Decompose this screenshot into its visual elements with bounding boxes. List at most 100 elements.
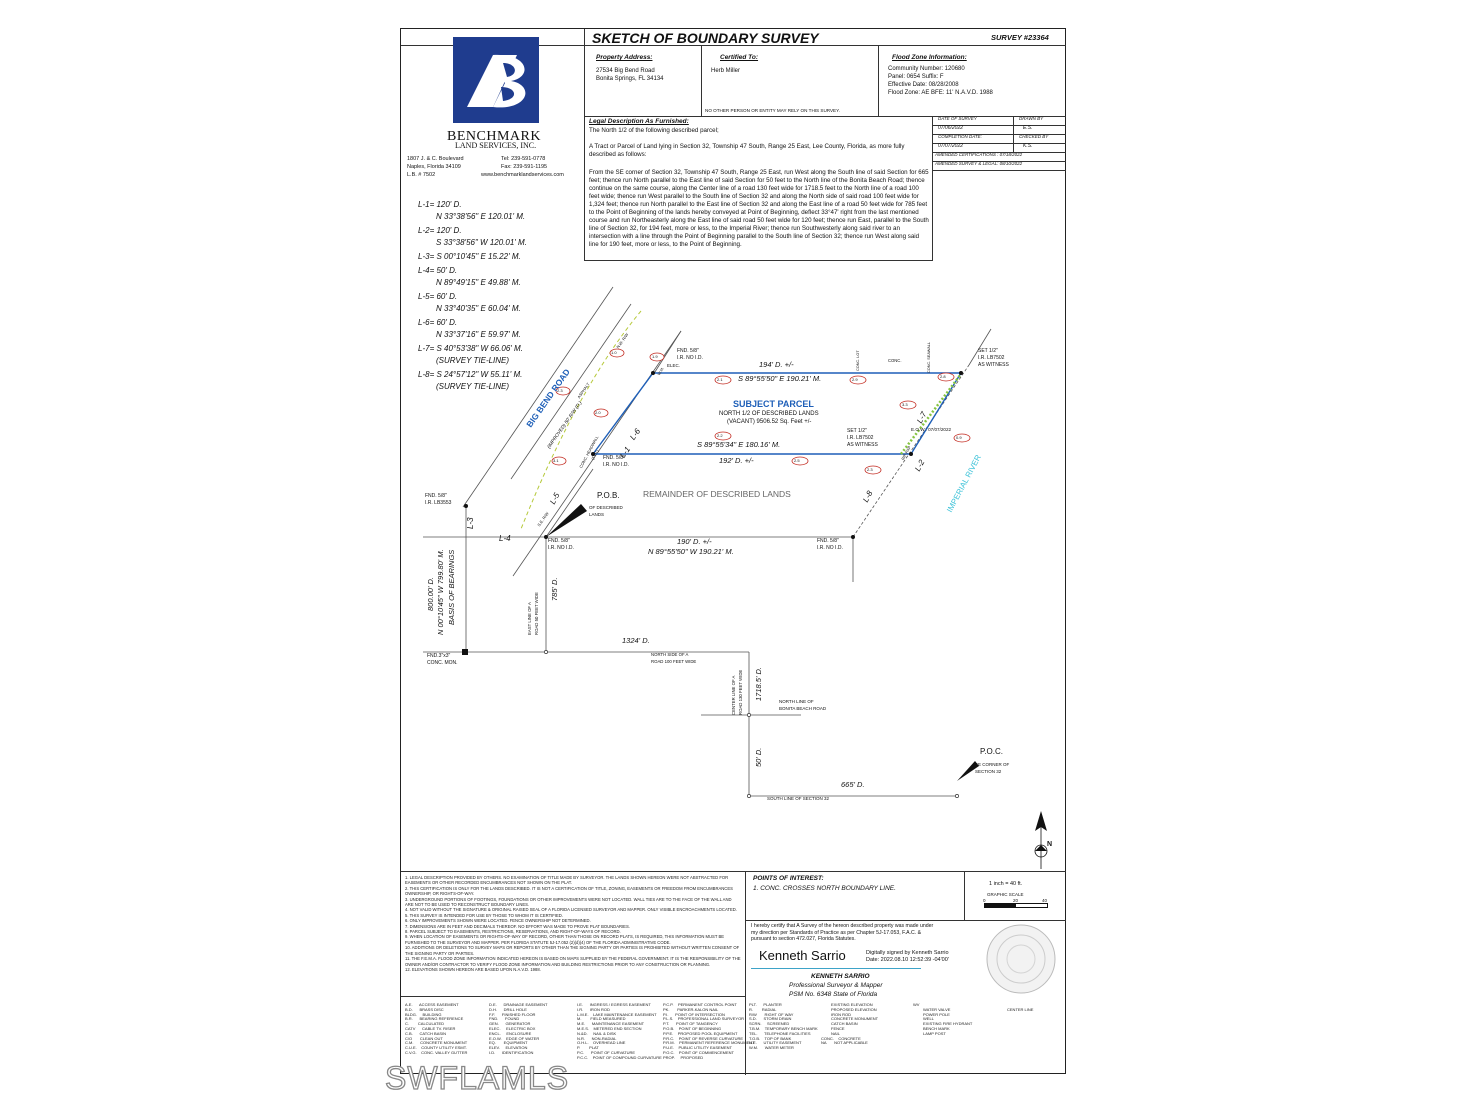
fnd-bottom-left-2: I.R. NO I.D.	[548, 545, 574, 551]
company-lb: L.B. # 7502	[407, 172, 436, 178]
line-l6: L-6= 60' D.	[418, 318, 458, 327]
amended-certifications: AMENDED CERTIFICATIONS : 07/18/2022	[935, 152, 1023, 157]
bonita-beach-note-2: BONITA BEACH ROAD	[779, 706, 827, 711]
drawn-by: E.S.	[1023, 125, 1033, 131]
fnd-mid-left-2: I.R. NO I.D.	[603, 462, 629, 468]
watermark: SWFLAMLS	[384, 1059, 570, 1096]
fnd-top-1: FND. 5/8"	[677, 348, 699, 354]
company-logo	[453, 37, 539, 123]
elec-label: ELEC.	[667, 363, 681, 368]
survey-notes: 1. LEGAL DESCRIPTION PROVIDED BY OTHERS.…	[405, 875, 741, 995]
concrete-monument	[462, 649, 468, 655]
poc-sub-2: SECTION 32	[975, 769, 1002, 774]
line-l1-measured: N 33°38'56" E 120.01' M.	[436, 212, 526, 221]
west-line-measured: N 00°10'45" W 799.80' M.	[436, 549, 445, 635]
line-l1: L-1= 120' D.	[418, 200, 462, 209]
note-8: 8. PARCEL SUBJECT TO EASEMENTS, RESTRICT…	[405, 929, 621, 935]
survey-number: SURVEY #23364	[991, 33, 1049, 42]
poc-arrow	[957, 761, 979, 781]
fnd-mid-left-1: FND. 5/8"	[603, 455, 625, 461]
north-label: N	[1047, 841, 1053, 848]
elev-10: 0.9	[956, 435, 962, 440]
south-boundary-deed: 190' D. +/-	[677, 537, 712, 546]
line-l4: L-4= 50' D.	[418, 266, 458, 275]
note-12: 12. ELEVATIONS SHOWN HEREON ARE BASED UP…	[405, 966, 541, 972]
company-tel: Tel: 239-591-0778	[501, 156, 546, 162]
set-ir-mid-1: SET 1/2"	[847, 428, 867, 434]
completion-date: 07/07/2022	[938, 143, 964, 149]
elev-11: 2.0	[595, 410, 601, 415]
date-of-survey: 07/06/2022	[938, 125, 964, 131]
elev-2: 1.9	[652, 354, 658, 359]
divider	[701, 45, 702, 116]
survey-sheet: SKETCH OF BOUNDARY SURVEY SURVEY #23364 …	[400, 28, 1066, 1075]
checked-by: K.S.	[1023, 143, 1033, 149]
note-5: 5. THIS SURVEY IS INTENDED FOR USE BY TH…	[405, 912, 563, 918]
west-line-deed: 800.00' D.	[426, 577, 435, 611]
line-l6-measured: N 33°37'16" E 59.97' M.	[436, 330, 521, 339]
center-line-deed: 1718.5' D.	[754, 667, 763, 701]
surveyor-psm: PSM No. 6348 State of Florida	[789, 991, 878, 998]
elev-4: 2.9	[852, 377, 858, 382]
north-boundary-deed: 194' D. +/-	[759, 360, 794, 369]
note-1: 1. LEGAL DESCRIPTION PROVIDED BY OTHERS.…	[405, 875, 729, 886]
flood-line-4: Flood Zone: AE BFE: 11' N.A.V.D. 1988	[888, 90, 993, 96]
company-address-2: Naples, Florida 34109	[407, 164, 461, 170]
north-boundary-measured: S 89°55'50" E 190.21' M.	[738, 374, 822, 383]
poc-sub-1: SE CORNER OF	[975, 762, 1010, 767]
line-l5: L-5= 60' D.	[418, 292, 458, 301]
north-side-road-deed: 1324' D.	[622, 636, 650, 645]
line-l8-note: (SURVEY TIE-LINE)	[436, 382, 510, 391]
south-boundary-measured: N 89°55'50" W 190.21' M.	[648, 547, 734, 556]
note-9: 9. WHEN LOCATION OF EASEMENTS OR RIGHTS-…	[405, 934, 725, 945]
company-fax: Fax: 239-591-1195	[501, 164, 548, 170]
divider	[401, 996, 745, 997]
abbrev-col-1: A.E. ACCESS EASEMENT B.D. BRASS DISC BLD…	[405, 1002, 468, 1055]
survey-title: SKETCH OF BOUNDARY SURVEY	[592, 30, 819, 46]
scale-label: 1 inch = 40 ft.	[989, 881, 1023, 887]
line-l8: L-8= S 24°57'12" W 55.11' M.	[418, 370, 523, 379]
east-road-deed: 785' D.	[550, 577, 559, 601]
elev-6: 3.3	[902, 402, 908, 407]
south-line-label: SOUTH LINE OF SECTION 32	[767, 796, 830, 801]
flood-heading: Flood Zone Information:	[892, 54, 967, 61]
legal-p3: From the SE corner of Section 32, Townsh…	[589, 169, 929, 248]
signature-line	[751, 968, 921, 969]
symbol-legend-1: EXISTING ELEVATION PROPOSED ELEVATION IR…	[821, 1002, 879, 1046]
iron-rod-lb3553	[464, 504, 468, 508]
abbrev-col-4: P.C.P. PERMANENT CONTROL POINT PK. PARKE…	[663, 1002, 755, 1060]
center-line-note-2: ROAD 130 FEET WIDE	[738, 669, 743, 715]
certified-heading: Certified To:	[720, 54, 759, 61]
divider	[401, 871, 1066, 872]
surveyor-title: Professional Surveyor & Mapper	[789, 982, 883, 989]
company-name: BENCHMARK	[447, 129, 541, 144]
scale-tick-40: 40	[1042, 898, 1048, 903]
set-ir-top-2: I.R. LB7502	[978, 355, 1005, 361]
graphic-scale-label: GRAPHIC SCALE	[987, 892, 1024, 897]
subject-parcel-desc-1: NORTH 1/2 OF DESCRIBED LANDS	[719, 411, 819, 417]
offset-deed: 50' D.	[754, 747, 763, 767]
flood-line-2: Panel: 0654 Suffix: F	[888, 74, 944, 80]
note-3: 3. UNDERGROUND PORTIONS OF FOOTINGS, FOU…	[405, 896, 732, 908]
line-l4-measured: N 89°49'15" E 49.88' M.	[436, 278, 521, 287]
center-line-note-1: CENTER LINE OF A	[731, 675, 736, 715]
subject-parcel-title: SUBJECT PARCEL	[733, 399, 814, 409]
property-line-2: Bonita Springs, FL 34134	[596, 76, 664, 82]
iron-rod-sw	[591, 452, 595, 456]
note-10: 10. ADDITIONS OR DELETIONS TO SURVEY MAP…	[405, 945, 740, 956]
elevation-bubbles	[551, 348, 971, 475]
set-iron-rod-ne	[959, 371, 963, 375]
elev-8: 2.5	[794, 458, 800, 463]
basis-of-bearings-label: BASIS OF BEARINGS	[447, 549, 456, 625]
eow-label: E.O.W.: 07/07/2022	[911, 427, 952, 432]
company-website[interactable]: www.benchmarklandservices.com	[481, 172, 564, 178]
asphalt-edge	[520, 310, 642, 530]
nw-right-of-way-line	[462, 286, 614, 508]
dates-table: DATE OF SURVEY 07/06/2022 DRAWN BY E.S. …	[932, 116, 1066, 171]
fnd-bottom-left-1: FND. 5/8"	[548, 538, 570, 544]
date-of-survey-label: DATE OF SURVEY	[938, 116, 977, 121]
line-table: L-1= 120' D. N 33°38'56" E 120.01' M. L-…	[418, 200, 578, 401]
centerline-legend: CENTER LINE	[1007, 1007, 1034, 1012]
set-iron-rod-se	[909, 452, 913, 456]
set-ir-top-3: AS WITNESS	[978, 362, 1009, 368]
